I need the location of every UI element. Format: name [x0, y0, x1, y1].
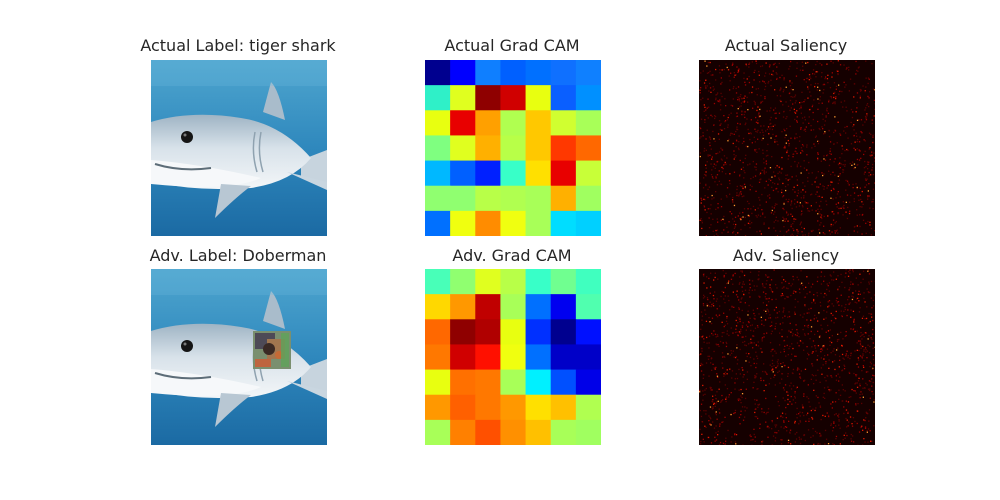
saliency-map-adversarial — [699, 269, 875, 445]
gradcam-heatmap-actual — [425, 60, 601, 236]
panel-title-actual-saliency: Actual Saliency — [724, 36, 848, 55]
panel-title-adv-label: Adv. Label: Doberman — [149, 246, 327, 265]
shark-image-actual — [151, 60, 327, 236]
gradcam-heatmap-adversarial — [425, 269, 601, 445]
panel-title-actual-label: Actual Label: tiger shark — [140, 36, 336, 55]
saliency-map-actual — [699, 60, 875, 236]
panel-title-adv-saliency: Adv. Saliency — [732, 246, 840, 265]
panel-title-adv-gradcam: Adv. Grad CAM — [452, 246, 572, 265]
panel-title-actual-gradcam: Actual Grad CAM — [444, 36, 580, 55]
shark-image-adversarial — [151, 269, 327, 445]
